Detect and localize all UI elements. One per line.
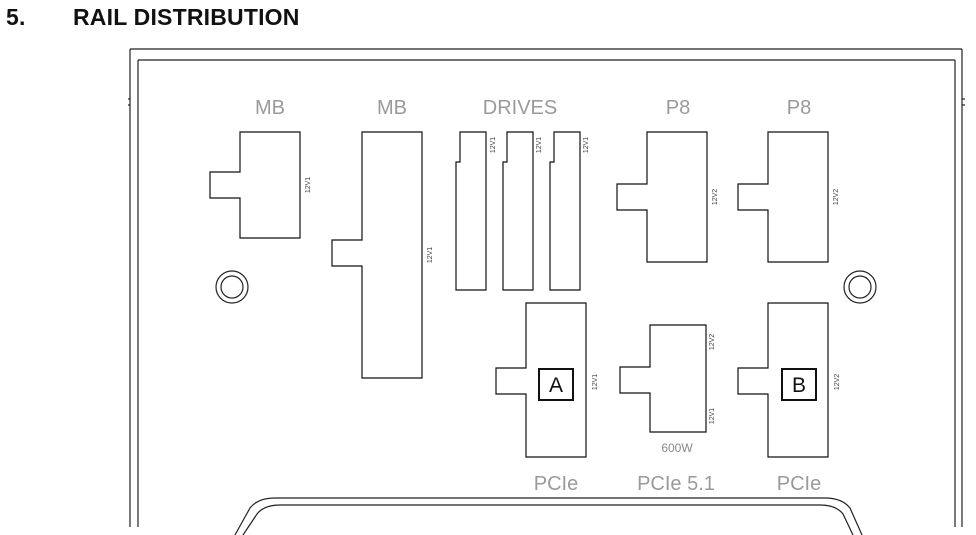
section-title: RAIL DISTRIBUTION	[73, 3, 300, 30]
mb-8pin-port	[209, 131, 301, 239]
mb-24pin-label: MB	[377, 97, 407, 119]
mb-8pin-rail: 12V1	[305, 177, 312, 193]
connector-mb-8pin: MB 12V1	[209, 97, 312, 239]
p8-right-label: P8	[787, 97, 811, 119]
pcie-b-rail: 12V2	[834, 374, 841, 390]
mb-8pin-label: MB	[255, 97, 285, 119]
connector-drives: DRIVES 12V1 12V1 12V1	[455, 97, 590, 291]
connector-mb-24pin: MB 12V1	[331, 97, 434, 379]
pcie-5-1-label: PCIe 5.1	[637, 473, 715, 495]
mounting-hole-right	[843, 270, 877, 304]
pcie-a-label: PCIe	[534, 473, 578, 495]
pcie-a-badge	[538, 368, 574, 401]
pcie-b-label: PCIe	[777, 473, 821, 495]
connector-pcie-5-1: 12V2 12V1 600W PCIe 5.1	[619, 324, 716, 495]
pcie-b-letter: B	[792, 374, 806, 397]
drives-label: DRIVES	[483, 97, 557, 119]
drive-3-rail: 12V1	[583, 137, 590, 153]
drive-port-3	[549, 131, 581, 291]
drive-2-rail: 12V1	[536, 137, 543, 153]
psu-housing	[128, 48, 965, 535]
pcie-5-1-rail-top: 12V2	[709, 334, 716, 350]
pcie-a-letter: A	[549, 374, 563, 397]
pcie-5-1-wattage: 600W	[661, 441, 693, 455]
pcie-b-badge	[781, 368, 817, 401]
mb-24pin-rail: 12V1	[427, 247, 434, 263]
pcie-a-rail: 12V1	[592, 374, 599, 390]
drive-1-rail: 12V1	[490, 137, 497, 153]
section-heading: 5. RAIL DISTRIBUTION	[6, 2, 300, 32]
connector-p8-right: P8 12V2	[737, 97, 840, 263]
p8-left-rail: 12V2	[712, 189, 719, 205]
p8-left-port	[616, 131, 708, 263]
mounting-hole-left	[215, 270, 249, 304]
section-number: 5.	[6, 3, 26, 30]
drive-port-1	[455, 131, 487, 291]
pcie-5-1-port	[619, 324, 707, 433]
p8-right-port	[737, 131, 829, 263]
connector-p8-left: P8 12V2	[616, 97, 719, 263]
p8-left-label: P8	[666, 97, 690, 119]
p8-right-rail: 12V2	[833, 189, 840, 205]
mb-24pin-port	[331, 131, 423, 379]
pcie-5-1-rail-bottom: 12V1	[709, 408, 716, 424]
drive-port-2	[502, 131, 534, 291]
connector-pcie-a: A 12V1 PCIe	[495, 302, 599, 495]
connector-pcie-b: B 12V2 PCIe	[737, 302, 841, 495]
